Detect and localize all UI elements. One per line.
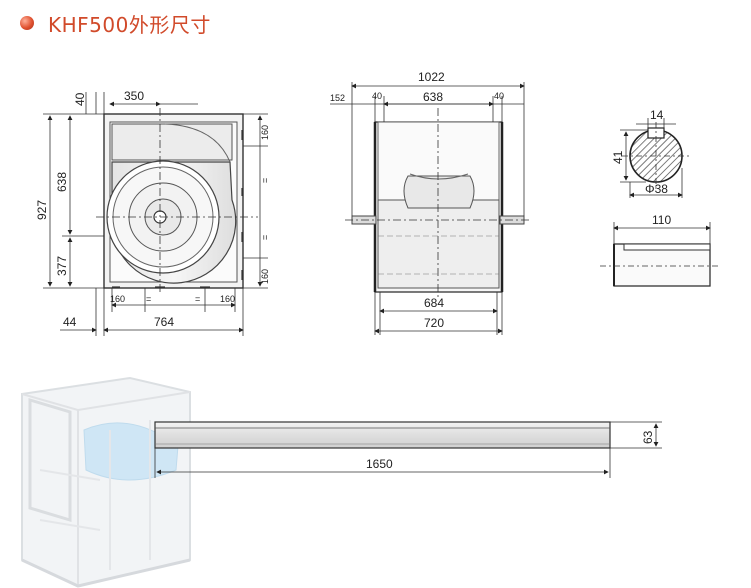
dim-right-top: 160: [260, 125, 270, 140]
dim-key-height: 41: [611, 150, 625, 164]
rail-drawing: 63 1650: [154, 421, 662, 478]
dim-side-inner: 638: [423, 90, 443, 104]
header: KHF500外形尺寸: [20, 8, 211, 38]
dim-side-gap-left: 40: [372, 91, 382, 101]
front-view: 350 40 927 638 377 160 = = 160 160 = = 1…: [35, 89, 270, 336]
dim-top-width: 350: [124, 89, 144, 103]
dim-bottom-left: 160: [110, 294, 125, 304]
dim-side-gap-right: 40: [494, 91, 504, 101]
dim-rail-height: 63: [641, 430, 655, 444]
dim-side-base-outer: 720: [424, 316, 444, 330]
dim-key-width: 14: [650, 108, 664, 122]
page-title: KHF500外形尺寸: [48, 12, 211, 37]
dim-height-upper: 638: [55, 172, 69, 192]
dim-side-shaft: 152: [330, 93, 345, 103]
dim-top-offset: 40: [73, 92, 87, 106]
dim-bottom-eq2: =: [195, 294, 200, 304]
dim-total-width: 764: [154, 315, 174, 329]
dim-right-eq1: =: [260, 178, 270, 183]
shaft-detail: 14 41 Φ38 110: [600, 108, 720, 287]
dim-rail-length: 1650: [366, 457, 393, 471]
dim-height-lower: 377: [55, 256, 69, 276]
dim-bottom-right: 160: [220, 294, 235, 304]
dim-shaft-length: 110: [652, 213, 671, 227]
dim-height-total: 927: [35, 200, 49, 220]
dim-side-overall: 1022: [418, 70, 445, 84]
dim-bottom-eq1: =: [146, 294, 151, 304]
side-view: 1022 152 40 638 40 684 720: [330, 70, 530, 335]
dim-diameter: Φ38: [645, 182, 668, 196]
fan-photo: [21, 376, 191, 588]
dim-right-eq2: =: [260, 235, 270, 240]
bullet-icon: [20, 16, 34, 30]
dim-left-offset: 44: [63, 315, 77, 329]
dim-side-base-inner: 684: [424, 296, 444, 310]
dim-right-bottom: 160: [260, 269, 270, 284]
